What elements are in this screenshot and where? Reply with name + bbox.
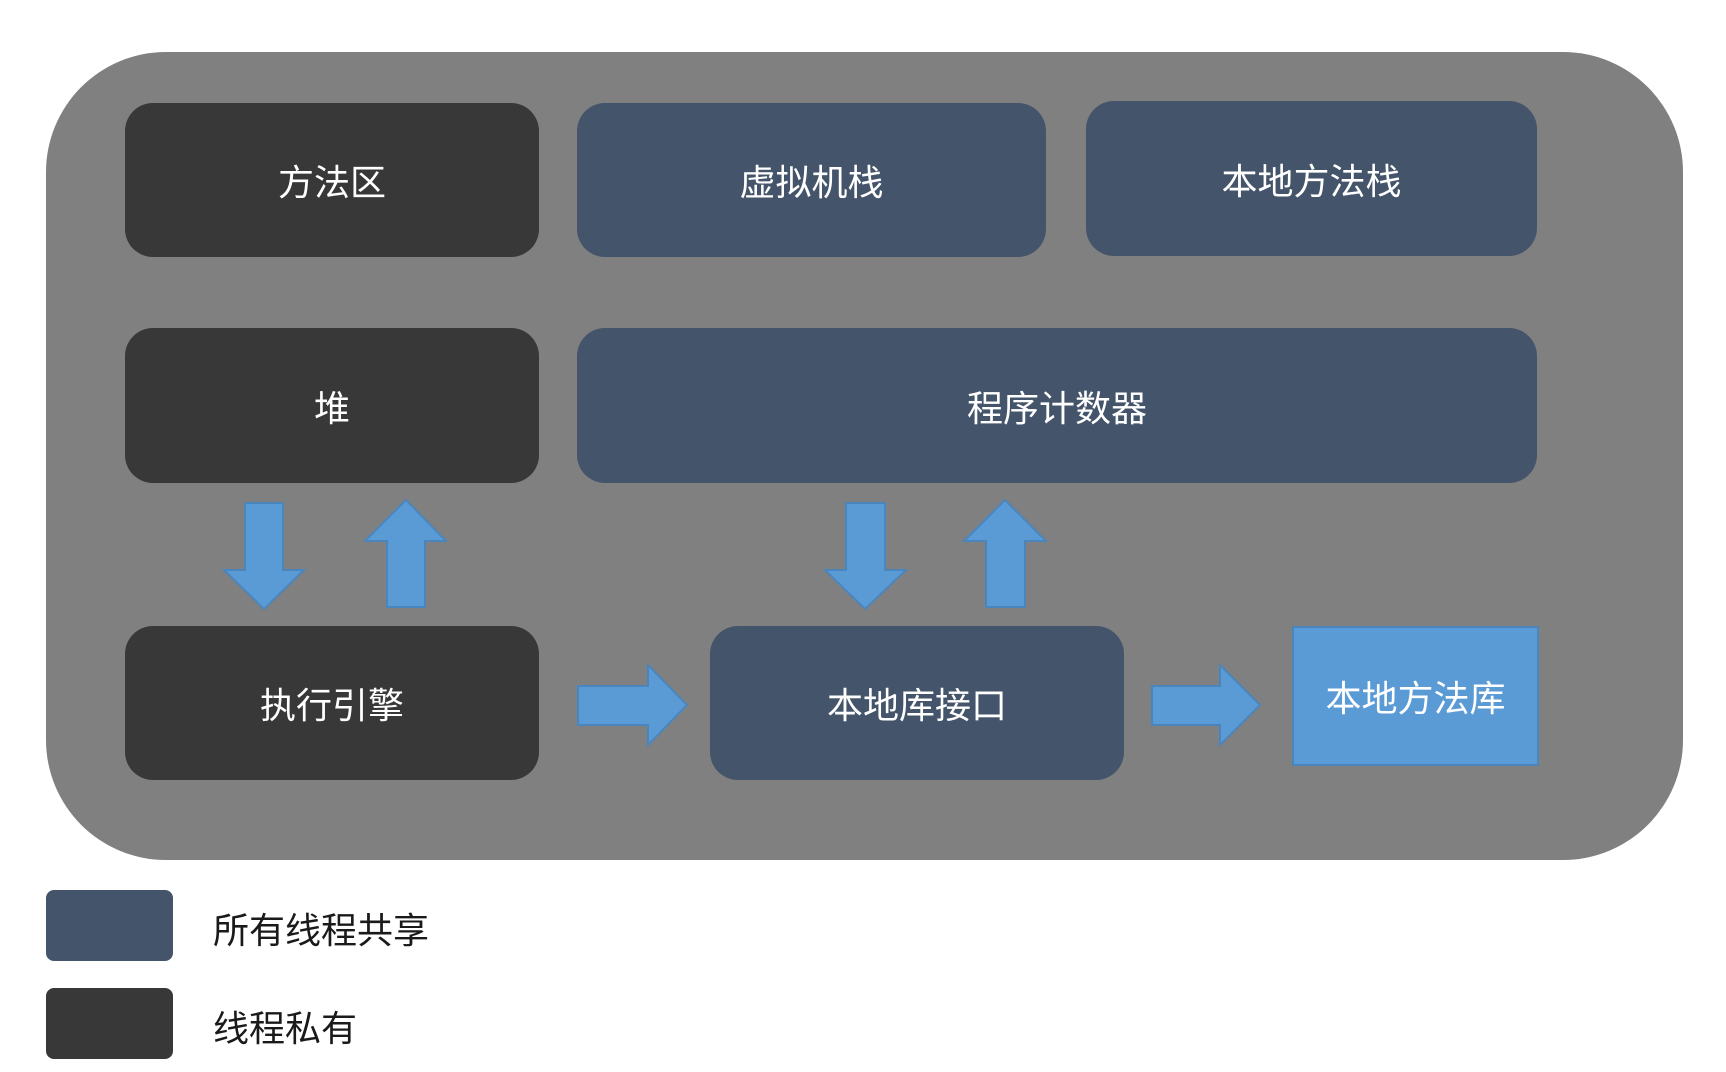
up-arrow-icon [362, 498, 449, 608]
up-arrow-icon [961, 498, 1049, 608]
method-area-label: 方法区 [277, 163, 386, 204]
vm-stack-label: 虚拟机栈 [739, 163, 884, 204]
native-method-library-block: 本地方法库 [1292, 626, 1539, 766]
legend-private-label: 线程私有 [213, 1009, 358, 1050]
legend-shared-label: 所有线程共享 [213, 911, 430, 952]
legend-private-swatch [46, 988, 173, 1059]
legend-shared-swatch [46, 890, 173, 961]
heap-block: 堆 [125, 328, 539, 483]
heap-label: 堆 [313, 388, 350, 430]
native-method-stack-label: 本地方法栈 [1221, 161, 1402, 203]
program-counter-block: 程序计数器 [577, 328, 1537, 483]
right-arrow-icon [577, 662, 689, 748]
execution-engine-block: 执行引擎 [125, 626, 539, 780]
program-counter-label: 程序计数器 [966, 388, 1147, 430]
down-arrow-icon [822, 502, 909, 611]
right-arrow-icon [1151, 662, 1262, 748]
down-arrow-icon [221, 502, 307, 611]
native-method-stack-block: 本地方法栈 [1086, 101, 1537, 256]
method-area-block: 方法区 [125, 103, 539, 257]
native-interface-block: 本地库接口 [710, 626, 1124, 780]
execution-engine-label: 执行引擎 [259, 686, 404, 727]
native-method-library-label: 本地方法库 [1325, 679, 1506, 720]
native-interface-label: 本地库接口 [826, 686, 1007, 727]
vm-stack-block: 虚拟机栈 [577, 103, 1046, 257]
